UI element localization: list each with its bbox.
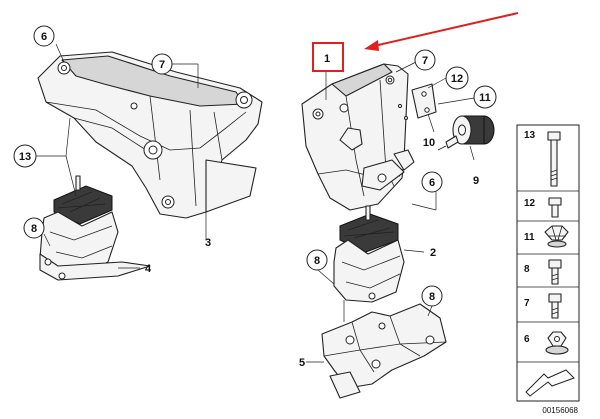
svg-text:8: 8 [429,291,435,303]
engine-mount-part-2 [333,205,405,303]
legend-item-8: 8 [524,259,562,285]
engine-mount-left [39,175,151,281]
callout-7-left: 7 [151,53,173,75]
svg-text:13: 13 [19,151,31,163]
highlight-arrow-line [373,12,519,47]
fastener-legend: 13 12 11 8 7 [516,124,580,402]
callout-7-right: 7 [414,49,436,71]
retaining-plate-part-10 [398,83,437,120]
callout-3: 3 [205,237,211,249]
svg-text:11: 11 [524,232,535,243]
callout-4: 4 [145,263,152,275]
legend-item-7: 7 [524,293,562,319]
svg-text:8: 8 [31,223,37,235]
callout-5: 5 [299,357,305,369]
svg-text:12: 12 [451,73,463,85]
callout-12: 12 [445,66,469,90]
svg-text:6: 6 [524,334,530,345]
svg-text:7: 7 [422,55,428,67]
legend-item-11: 11 [524,225,569,248]
legend-item-6: 6 [524,331,569,355]
svg-text:8: 8 [314,255,320,267]
support-bracket-part-1 [301,63,415,211]
callout-9: 9 [473,175,479,187]
mount-bracket-part-5 [321,303,447,399]
callout-2: 2 [430,247,436,259]
callout-8-left: 8 [23,217,45,239]
callout-6-top-left: 6 [33,25,55,47]
svg-text:7: 7 [159,59,165,71]
svg-text:6: 6 [41,31,47,43]
callout-6-right: 6 [421,171,443,193]
callout-8-right-upper: 8 [306,249,328,271]
callout-8-right-lower: 8 [421,285,443,307]
callout-13-left: 13 [13,144,37,168]
svg-text:11: 11 [479,92,491,104]
legend-item-12: 12 [524,197,562,218]
svg-text:7: 7 [524,298,530,309]
callout-11: 11 [473,85,497,109]
highlight-box [312,42,344,72]
arrow-symbol-icon [525,369,575,397]
catalog-number: 00156068 [542,406,578,415]
svg-text:6: 6 [429,177,435,189]
highlight-arrow-head [364,40,379,51]
legend-item-13: 13 [524,130,561,187]
rubber-bushing-part-9 [437,115,495,151]
engine-bracket-part-3 [37,51,263,219]
svg-text:8: 8 [524,264,530,275]
svg-text:13: 13 [524,130,536,141]
callout-10: 10 [423,137,435,149]
svg-text:12: 12 [524,198,536,209]
callout-1: 1 [324,53,330,65]
